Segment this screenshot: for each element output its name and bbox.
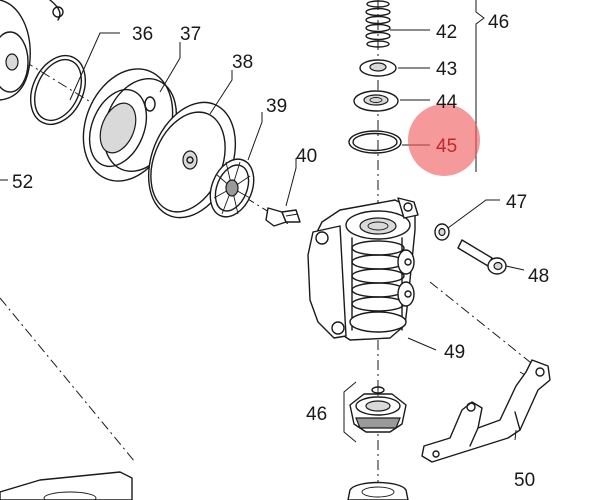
label-37[interactable]: 37 — [180, 24, 201, 45]
label-46-bottom[interactable]: 46 — [306, 404, 327, 425]
bottom-left-partial-part — [0, 471, 133, 500]
part-labels: 36 37 38 39 40 42 43 44 45 46 47 48 49 4… — [0, 12, 549, 491]
label-36[interactable]: 36 — [132, 24, 153, 45]
label-46-top[interactable]: 46 — [488, 12, 509, 33]
part-46-valve-assembly[interactable] — [349, 384, 407, 433]
label-43[interactable]: 43 — [436, 59, 457, 80]
bottom-partial-ring — [347, 481, 409, 500]
part-52-housing[interactable] — [0, 0, 64, 101]
label-45[interactable]: 45 — [436, 136, 457, 157]
part-45-o-ring[interactable] — [348, 130, 402, 154]
highlight-marker — [408, 104, 480, 176]
label-52[interactable]: 52 — [12, 172, 33, 193]
part-43-valve-seat[interactable] — [359, 59, 397, 77]
part-37-cup[interactable] — [67, 55, 189, 194]
part-48-cap-screw[interactable] — [457, 239, 507, 275]
part-42-spring[interactable] — [365, 0, 391, 48]
part-39-piston-wheel[interactable] — [202, 153, 262, 224]
label-50[interactable]: 50 — [514, 470, 535, 491]
part-47-washer[interactable] — [434, 223, 450, 241]
part-40-bolt[interactable] — [265, 207, 301, 227]
part-50-bracket[interactable] — [421, 359, 551, 463]
part-49-pump-head[interactable] — [307, 197, 419, 341]
label-40[interactable]: 40 — [296, 146, 317, 167]
label-44[interactable]: 44 — [436, 92, 458, 113]
part-44-valve-ring[interactable] — [353, 90, 399, 112]
leader-lines — [69, 0, 525, 443]
label-42[interactable]: 42 — [436, 22, 457, 43]
part-36-o-ring[interactable] — [20, 47, 96, 133]
label-38[interactable]: 38 — [232, 52, 253, 73]
label-39[interactable]: 39 — [266, 96, 287, 117]
label-47[interactable]: 47 — [506, 192, 527, 213]
label-48[interactable]: 48 — [528, 266, 549, 287]
label-49[interactable]: 49 — [444, 342, 465, 363]
